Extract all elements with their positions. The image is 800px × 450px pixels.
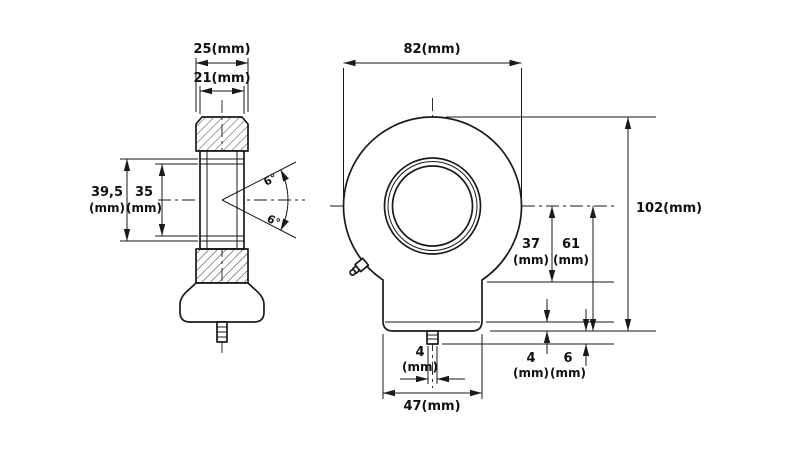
left-view-dimensions: 25(mm) 21(mm) 39,5 (mm): [89, 42, 297, 242]
dim-outer-width: 25(mm): [193, 42, 251, 112]
bottom-clamp-section: [195, 248, 249, 284]
dim-stud-length: 6 (mm): [442, 309, 614, 380]
left-view-part: [179, 116, 265, 343]
dim-label-inner-height-value: 35: [135, 185, 153, 200]
dim-outer-height: 39,5 (mm): [89, 158, 198, 242]
dim-outer-diameter: 82(mm): [343, 42, 522, 198]
weld-base-shank: [179, 282, 265, 323]
dim-label-base-width: 47(mm): [403, 399, 460, 414]
dim-center-to-base: 61 (mm): [553, 206, 597, 331]
left-view: 25(mm) 21(mm) 39,5 (mm): [89, 42, 305, 354]
dim-label-outer-height-value: 39,5: [91, 185, 123, 200]
dim-total-height: 102(mm): [446, 116, 702, 332]
dim-label-outer-height-unit: (mm): [89, 201, 125, 215]
dim-label-center-to-base-value: 61: [562, 237, 580, 252]
dim-center-to-shoulder: 37 (mm): [487, 206, 614, 283]
dim-label-inner-height-unit: (mm): [126, 201, 162, 215]
dim-label-center-to-shoulder-unit: (mm): [513, 253, 549, 267]
bore-inner-circle: [391, 165, 474, 247]
dim-label-center-to-shoulder-value: 37: [522, 237, 540, 252]
angle-label-upper: 6°: [261, 171, 279, 189]
top-clamp-section: [195, 116, 249, 152]
dim-base-width: 47(mm): [382, 334, 483, 414]
dim-label-stud-width-value: 4: [415, 345, 424, 360]
tilt-angle-indicator: 6° 6°: [221, 161, 297, 239]
dim-label-outer-width: 25(mm): [193, 42, 250, 57]
dim-label-stud-width-unit: (mm): [402, 360, 438, 374]
bore-chamfer-circle: [387, 161, 478, 251]
dim-label-inner-width: 21(mm): [193, 71, 250, 86]
dim-label-total-height: 102(mm): [636, 201, 702, 216]
dim-label-base-step-unit: (mm): [513, 366, 549, 380]
angle-label-lower: 6°: [265, 212, 283, 230]
dim-stud-width: 4 (mm): [400, 345, 465, 384]
dim-label-center-to-base-unit: (mm): [553, 253, 589, 267]
dim-inner-width: 21(mm): [193, 71, 251, 114]
right-view: 82(mm) 102(mm) 37 (mm) 61 (mm): [330, 42, 702, 414]
dim-base-step: 4 (mm): [486, 299, 614, 380]
dim-label-base-step-value: 4: [526, 351, 535, 366]
dim-inner-height: 35 (mm): [126, 163, 198, 237]
dim-label-stud-length-unit: (mm): [550, 366, 586, 380]
mounting-stud: [426, 330, 439, 345]
dim-label-stud-length-value: 6: [563, 351, 572, 366]
dim-label-outer-diameter: 82(mm): [403, 42, 460, 57]
right-view-part: [342, 116, 523, 345]
grease-nipple-icon: [349, 257, 370, 276]
right-view-dimensions: 82(mm) 102(mm) 37 (mm) 61 (mm): [343, 42, 702, 414]
